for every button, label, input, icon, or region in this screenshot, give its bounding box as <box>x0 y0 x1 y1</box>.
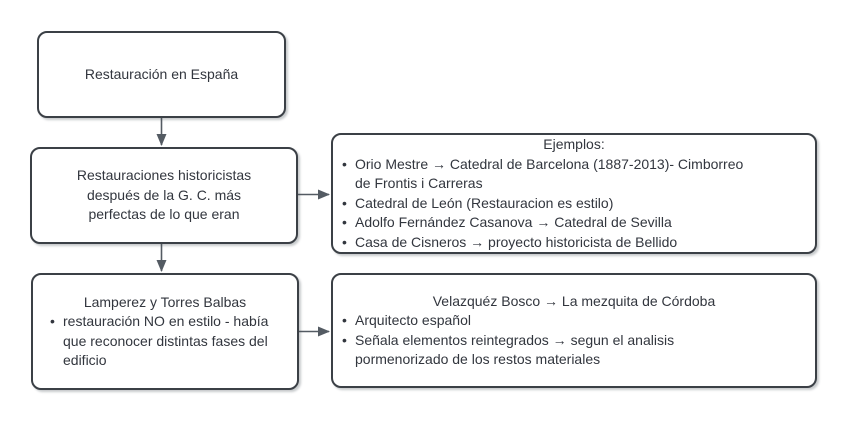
text-line: Arquitecto español <box>355 312 471 328</box>
node-velazquez-bosco: Velazquéz Bosco → La mezquita de Córdoba… <box>331 273 817 388</box>
node-title: Velazquéz Bosco → La mezquita de Córdoba <box>432 292 716 309</box>
node-lamperez-torres-balbas: Lamperez y Torres Balbas restauración NO… <box>31 273 299 390</box>
bullet-item: Casa de Cisneros → proyecto historicista… <box>341 233 807 253</box>
node-restauraciones-historicistas: Restauraciones historicistas después de l… <box>30 147 298 244</box>
text-line: Adolfo Fernández Casanova → Catedral de … <box>355 214 672 230</box>
bullet-item: Arquitecto español <box>341 311 807 331</box>
bullet-item: Señala elementos reintegrados → segun el… <box>341 331 807 370</box>
node-title: Lamperez y Torres Balbas <box>83 293 247 310</box>
node-ejemplos: Ejemplos: Orio Mestre → Catedral de Barc… <box>331 133 817 254</box>
text-line: después de la G. C. más <box>86 186 242 203</box>
bullet-list: Arquitecto españolSeñala elementos reint… <box>341 311 807 370</box>
text-line: Catedral de León (Restauracion es estilo… <box>355 194 614 211</box>
node-title: Restauración en España <box>84 65 239 82</box>
text-line: pormenorizado de los restos materiales <box>355 351 601 367</box>
text-line: que reconocer distintas fases del <box>63 332 268 349</box>
bullet-item: restauración NO en estilo - había que rec… <box>49 312 281 371</box>
text-line: Restauraciones historicistas <box>76 167 252 184</box>
text-line: Señala elementos reintegrados → segun el… <box>355 331 675 348</box>
bullet-item: Adolfo Fernández Casanova → Catedral de … <box>341 213 807 233</box>
bullet-list: Orio Mestre → Catedral de Barcelona (188… <box>341 155 807 253</box>
text-line: edificio <box>63 352 107 368</box>
node-restauracion-espana: Restauración en España <box>37 31 286 118</box>
text-line: Orio Mestre → Catedral de Barcelona (188… <box>355 155 744 172</box>
bullet-item: Catedral de León (Restauracion es estilo… <box>341 194 807 214</box>
node-title: Ejemplos: <box>543 136 605 152</box>
node-text-lines: Restauraciones historicistas después de l… <box>77 166 251 225</box>
text-line: restauración NO en estilo - había <box>63 313 269 329</box>
text-line: de Frontis i Carreras <box>355 175 483 191</box>
text-line: Casa de Cisneros → proyecto historicista… <box>355 233 678 250</box>
text-line: perfectas de lo que eran <box>88 206 240 223</box>
bullet-list: restauración NO en estilo - había que rec… <box>49 312 281 371</box>
bullet-item: Orio Mestre → Catedral de Barcelona (188… <box>341 155 807 194</box>
